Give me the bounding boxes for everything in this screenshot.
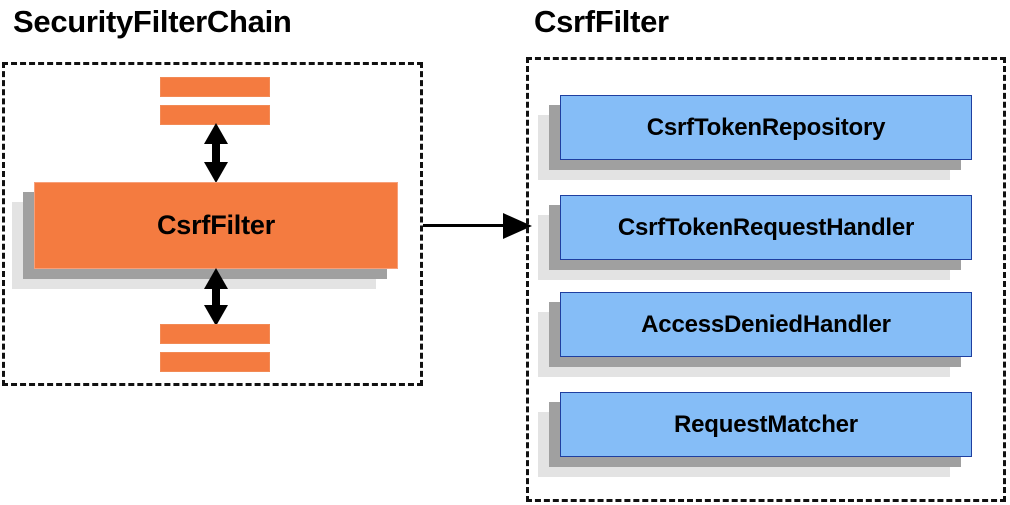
- collaborator-box-face: AccessDeniedHandler: [560, 292, 972, 357]
- filter-bar-below-2: [160, 352, 270, 372]
- filter-bar-above-1: [160, 105, 270, 125]
- collaborator-box: CsrfTokenRequestHandler: [538, 195, 972, 280]
- left-panel-title: SecurityFilterChain: [13, 4, 292, 39]
- collaborator-box: CsrfTokenRepository: [538, 95, 972, 180]
- collaborator-box-face: CsrfTokenRepository: [560, 95, 972, 160]
- collaborator-box-face: RequestMatcher: [560, 392, 972, 457]
- collaborator-box-label: CsrfTokenRequestHandler: [617, 213, 915, 241]
- collaborator-box: AccessDeniedHandler: [538, 292, 972, 377]
- csrf-filter-box-label: CsrfFilter: [156, 210, 276, 240]
- arrow-left-panel-to-right-panel-icon: [423, 213, 532, 239]
- csrf-filter-box-face: CsrfFilter: [34, 182, 398, 269]
- security-filter-chain-panel: [2, 62, 423, 386]
- arrow-up-down-top-icon: [204, 123, 228, 183]
- csrf-filter-box: CsrfFilter: [12, 182, 398, 289]
- collaborator-box-label: RequestMatcher: [674, 410, 858, 438]
- collaborator-box: RequestMatcher: [538, 392, 972, 477]
- collaborator-box-face: CsrfTokenRequestHandler: [560, 195, 972, 260]
- collaborator-box-label: CsrfTokenRepository: [646, 113, 886, 141]
- collaborator-box-label: AccessDeniedHandler: [641, 310, 891, 338]
- filter-bar-above-2: [160, 77, 270, 97]
- arrow-up-down-bottom-icon: [204, 268, 228, 326]
- filter-bar-below-1: [160, 324, 270, 344]
- csrf-filter-panel: [526, 57, 1006, 502]
- right-panel-title: CsrfFilter: [534, 4, 669, 39]
